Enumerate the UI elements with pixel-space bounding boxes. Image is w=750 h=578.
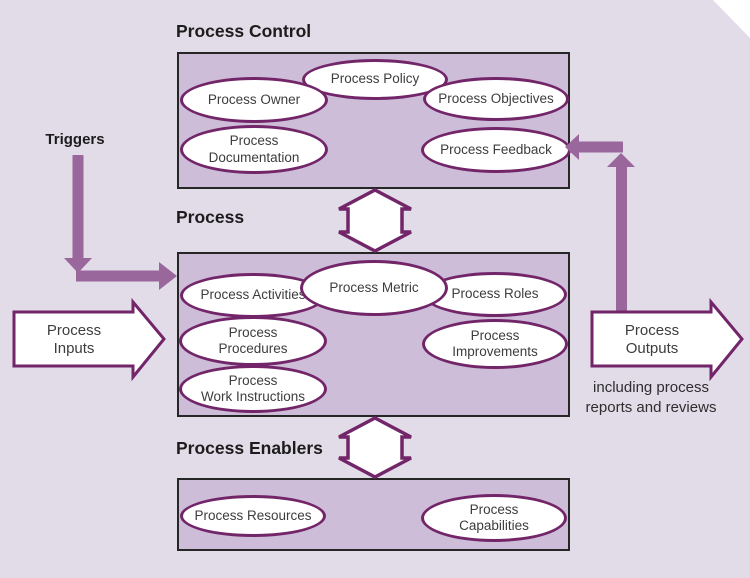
process-title: Process — [176, 207, 245, 227]
process-outputs-label: Process Outputs — [624, 321, 680, 357]
process-activities-label: Process Activities — [200, 287, 306, 303]
process-inputs-label: Process Inputs — [46, 321, 102, 357]
process-owner-label: Process Owner — [207, 91, 301, 107]
process-procedures-label-line2: Procedures — [218, 341, 288, 356]
process-roles-ellipse: Process Roles — [423, 272, 567, 317]
process-capabilities-ellipse: Process Capabilities — [421, 494, 567, 542]
process-objectives-label: Process Objectives — [438, 90, 554, 106]
process-procedures-label-line1: Process — [228, 324, 278, 340]
process-policy-ellipse: Process Policy — [302, 59, 448, 100]
process-roles-label: Process Roles — [451, 286, 539, 302]
process-resources-ellipse: Process Resources — [180, 495, 326, 537]
triggers-label: Triggers — [45, 131, 105, 148]
process-documentation-ellipse: Process Documentation — [180, 125, 328, 174]
outputs-note: including process reports and reviews — [585, 379, 717, 416]
process-work-instructions-ellipse: Process Work Instructions — [179, 365, 327, 413]
control-process-double-arrow — [338, 188, 412, 253]
process-procedures-ellipse: Process Procedures — [179, 316, 327, 366]
process-improvements-ellipse: Process Improvements — [422, 319, 568, 369]
process-enablers-title: Process Enablers — [176, 438, 323, 458]
process-owner-ellipse: Process Owner — [180, 77, 328, 123]
process-metric-label: Process Metric — [329, 279, 419, 295]
process-capabilities-label-line2: Capabilities — [459, 518, 529, 533]
process-capabilities-label-line1: Process — [469, 501, 519, 517]
process-control-title: Process Control — [176, 21, 312, 41]
triggers-arrow — [64, 155, 177, 290]
feedback-arrow — [565, 134, 635, 313]
process-metric-ellipse: Process Metric — [300, 260, 448, 316]
process-feedback-ellipse: Process Feedback — [421, 127, 571, 173]
process-documentation-label-line1: Process — [229, 133, 279, 148]
process-enablers-double-arrow — [338, 416, 412, 479]
process-resources-label: Process Resources — [194, 507, 312, 523]
process-improvements-label-line1: Process — [470, 327, 520, 343]
process-improvements-label-line2: Improvements — [452, 344, 538, 359]
process-work-instructions-label-line2: Work Instructions — [200, 389, 306, 404]
process-feedback-label: Process Feedback — [440, 141, 552, 157]
process-work-instructions-label-line1: Process — [228, 372, 278, 388]
process-objectives-ellipse: Process Objectives — [423, 77, 569, 121]
corner-cut — [713, 0, 750, 38]
process-documentation-label-line2: Documentation — [208, 149, 300, 165]
process-policy-label: Process Policy — [330, 71, 420, 87]
